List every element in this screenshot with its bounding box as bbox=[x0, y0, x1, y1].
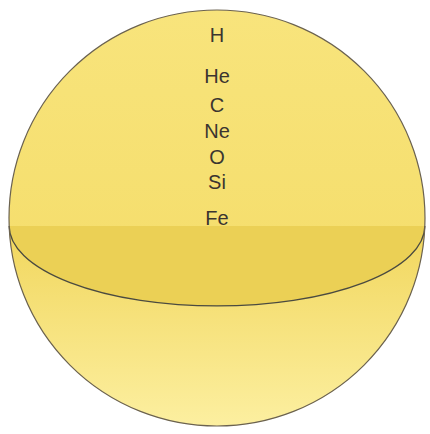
element-label: C bbox=[81, 95, 353, 115]
element-label: O bbox=[134, 147, 300, 167]
sphere-body bbox=[9, 10, 425, 426]
equator-line bbox=[9, 226, 425, 306]
front-hemisphere bbox=[9, 226, 425, 426]
element-label: Fe bbox=[184, 208, 250, 228]
element-label: Si bbox=[159, 172, 275, 192]
sphere-outline bbox=[9, 10, 425, 426]
element-label: Ne bbox=[109, 121, 325, 141]
star-sphere: Fe Si O Ne C He H bbox=[9, 10, 425, 426]
element-label: H bbox=[9, 25, 425, 45]
element-label: He bbox=[47, 66, 387, 86]
